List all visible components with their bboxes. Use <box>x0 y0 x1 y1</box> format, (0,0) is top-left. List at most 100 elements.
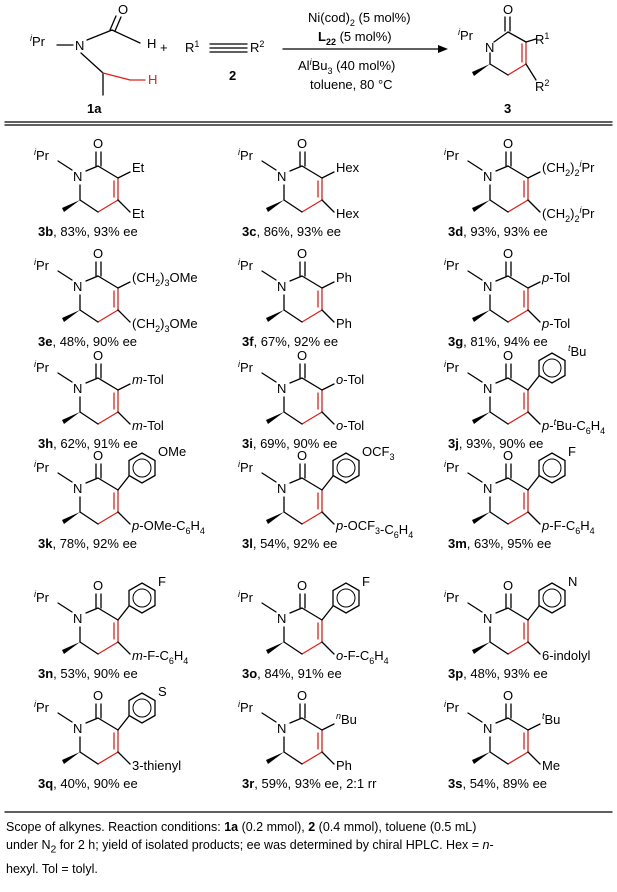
lower-substituent-label: (CH2)2iPr <box>542 205 595 224</box>
upper-substituent-label: o-Tol <box>336 372 364 387</box>
ipr-label: iPr <box>34 147 50 163</box>
upper-substituent-label: tBu <box>542 711 560 727</box>
lower-substituent-label: p-F-C6H4 <box>541 518 595 536</box>
lower-substituent-label: p-OCF3-C6H4 <box>335 518 413 540</box>
ring-n-label: N <box>73 381 82 396</box>
ring-n-label: N <box>277 381 286 396</box>
lower-substituent-label: Ph <box>336 758 352 773</box>
aryl-ring <box>538 352 566 384</box>
ipr-label: iPr <box>238 359 254 375</box>
entry-caption: 3q, 40%, 90% ee <box>38 776 138 791</box>
product-r1-label: R1 <box>535 31 549 47</box>
aryl-substituent-label: OMe <box>158 444 186 459</box>
carbonyl-o-label: O <box>297 136 307 151</box>
condition-ligand: L22 (5 mol%) <box>318 29 392 47</box>
alkyne-label-2: 2 <box>229 68 236 83</box>
entry-caption: 3r, 59%, 93% ee, 2:1 rr <box>242 776 377 791</box>
carbonyl-o-label: O <box>503 688 513 703</box>
substrate-label-1a: 1a <box>87 101 102 116</box>
product-o-label: O <box>503 2 513 17</box>
aryl-substituent-label: N <box>568 574 577 589</box>
aromatic-circle <box>132 588 152 608</box>
ring-n-label: N <box>73 611 82 626</box>
product-3: iPr O N R1 R2 3 <box>458 2 549 116</box>
ipr-label: iPr <box>34 589 50 605</box>
methyl-h-label: H <box>148 72 157 87</box>
ipr-label: iPr <box>30 33 46 49</box>
ipr-label: iPr <box>238 699 254 715</box>
product-n-label: N <box>485 40 494 55</box>
carbonyl-o-label: O <box>503 136 513 151</box>
lower-substituent-label: p-Tol <box>541 316 570 331</box>
product-ipr-label: iPr <box>458 27 474 43</box>
ring-n-label: N <box>73 169 82 184</box>
ipr-label: iPr <box>34 459 50 475</box>
lower-substituent-label: m-Tol <box>132 418 164 433</box>
product-label-3: 3 <box>504 101 511 116</box>
upper-substituent-label: m-Tol <box>132 372 164 387</box>
ring-n-label: N <box>73 721 82 736</box>
entry-caption: 3h, 62%, 91% ee <box>38 436 138 451</box>
ring-n-label: N <box>483 481 492 496</box>
ipr-label: iPr <box>444 257 460 273</box>
upper-substituent-label: Hex <box>336 160 360 175</box>
carbonyl-o-label: O <box>93 136 103 151</box>
aryl-substituent-label: F <box>362 574 370 589</box>
ipr-label: iPr <box>34 359 50 375</box>
aromatic-circle <box>132 698 152 718</box>
lower-substituent-label: o-F-C6H4 <box>336 648 389 666</box>
upper-substituent-label: nBu <box>336 711 357 727</box>
entry-caption: 3j, 93%, 90% ee <box>448 436 543 451</box>
alkyne-r2-label: R2 <box>250 39 264 55</box>
aromatic-circle <box>132 458 152 478</box>
ring-n-label: N <box>277 481 286 496</box>
carbonyl-o-label: O <box>297 246 307 261</box>
upper-substituent-label: Ph <box>336 270 352 285</box>
ring-n-label: N <box>483 721 492 736</box>
carbonyl-o-label: O <box>93 348 103 363</box>
substrate-1a: iPr N O H H 1a <box>30 2 157 116</box>
lower-substituent-label: Me <box>542 758 560 773</box>
ipr-label: iPr <box>444 589 460 605</box>
condition-lewis-acid: AliBu3 (40 mol%) <box>298 57 395 76</box>
plus-sign: + <box>160 40 168 55</box>
aromatic-circle <box>542 588 562 608</box>
lower-substituent-label: p-OMe-C6H4 <box>131 518 205 536</box>
lower-substituent-label: m-F-C6H4 <box>132 648 188 666</box>
upper-substituent-label: p-Tol <box>541 270 570 285</box>
entry-caption: 3s, 54%, 89% ee <box>448 776 547 791</box>
aryl-substituent-label: tBu <box>568 343 586 359</box>
entry-caption: 3o, 84%, 91% ee <box>242 666 342 681</box>
carbonyl-o-label: O <box>503 448 513 463</box>
aryl-ring <box>128 582 156 614</box>
carbonyl-o-label: O <box>297 348 307 363</box>
reaction-conditions: Ni(cod)2 (5 mol%) L22 (5 mol%) AliBu3 (4… <box>282 10 448 92</box>
lower-substituent-label: Hex <box>336 206 360 221</box>
carbonyl-o-label: O <box>503 348 513 363</box>
upper-substituent-label: (CH2)2iPr <box>542 159 595 178</box>
ipr-label: iPr <box>238 147 254 163</box>
carbonyl-o-label: O <box>297 578 307 593</box>
upper-substituent-label: Et <box>132 160 145 175</box>
lower-substituent-label: p-tBu-C6H4 <box>541 417 605 436</box>
alkyne-2: R1 R2 2 <box>185 39 264 83</box>
aryl-substituent-label: F <box>568 444 576 459</box>
aryl-ring <box>332 582 360 614</box>
entry-caption: 3l, 54%, 92% ee <box>242 536 337 551</box>
entry-caption: 3m, 63%, 95% ee <box>448 536 551 551</box>
entry-caption: 3p, 48%, 93% ee <box>448 666 548 681</box>
